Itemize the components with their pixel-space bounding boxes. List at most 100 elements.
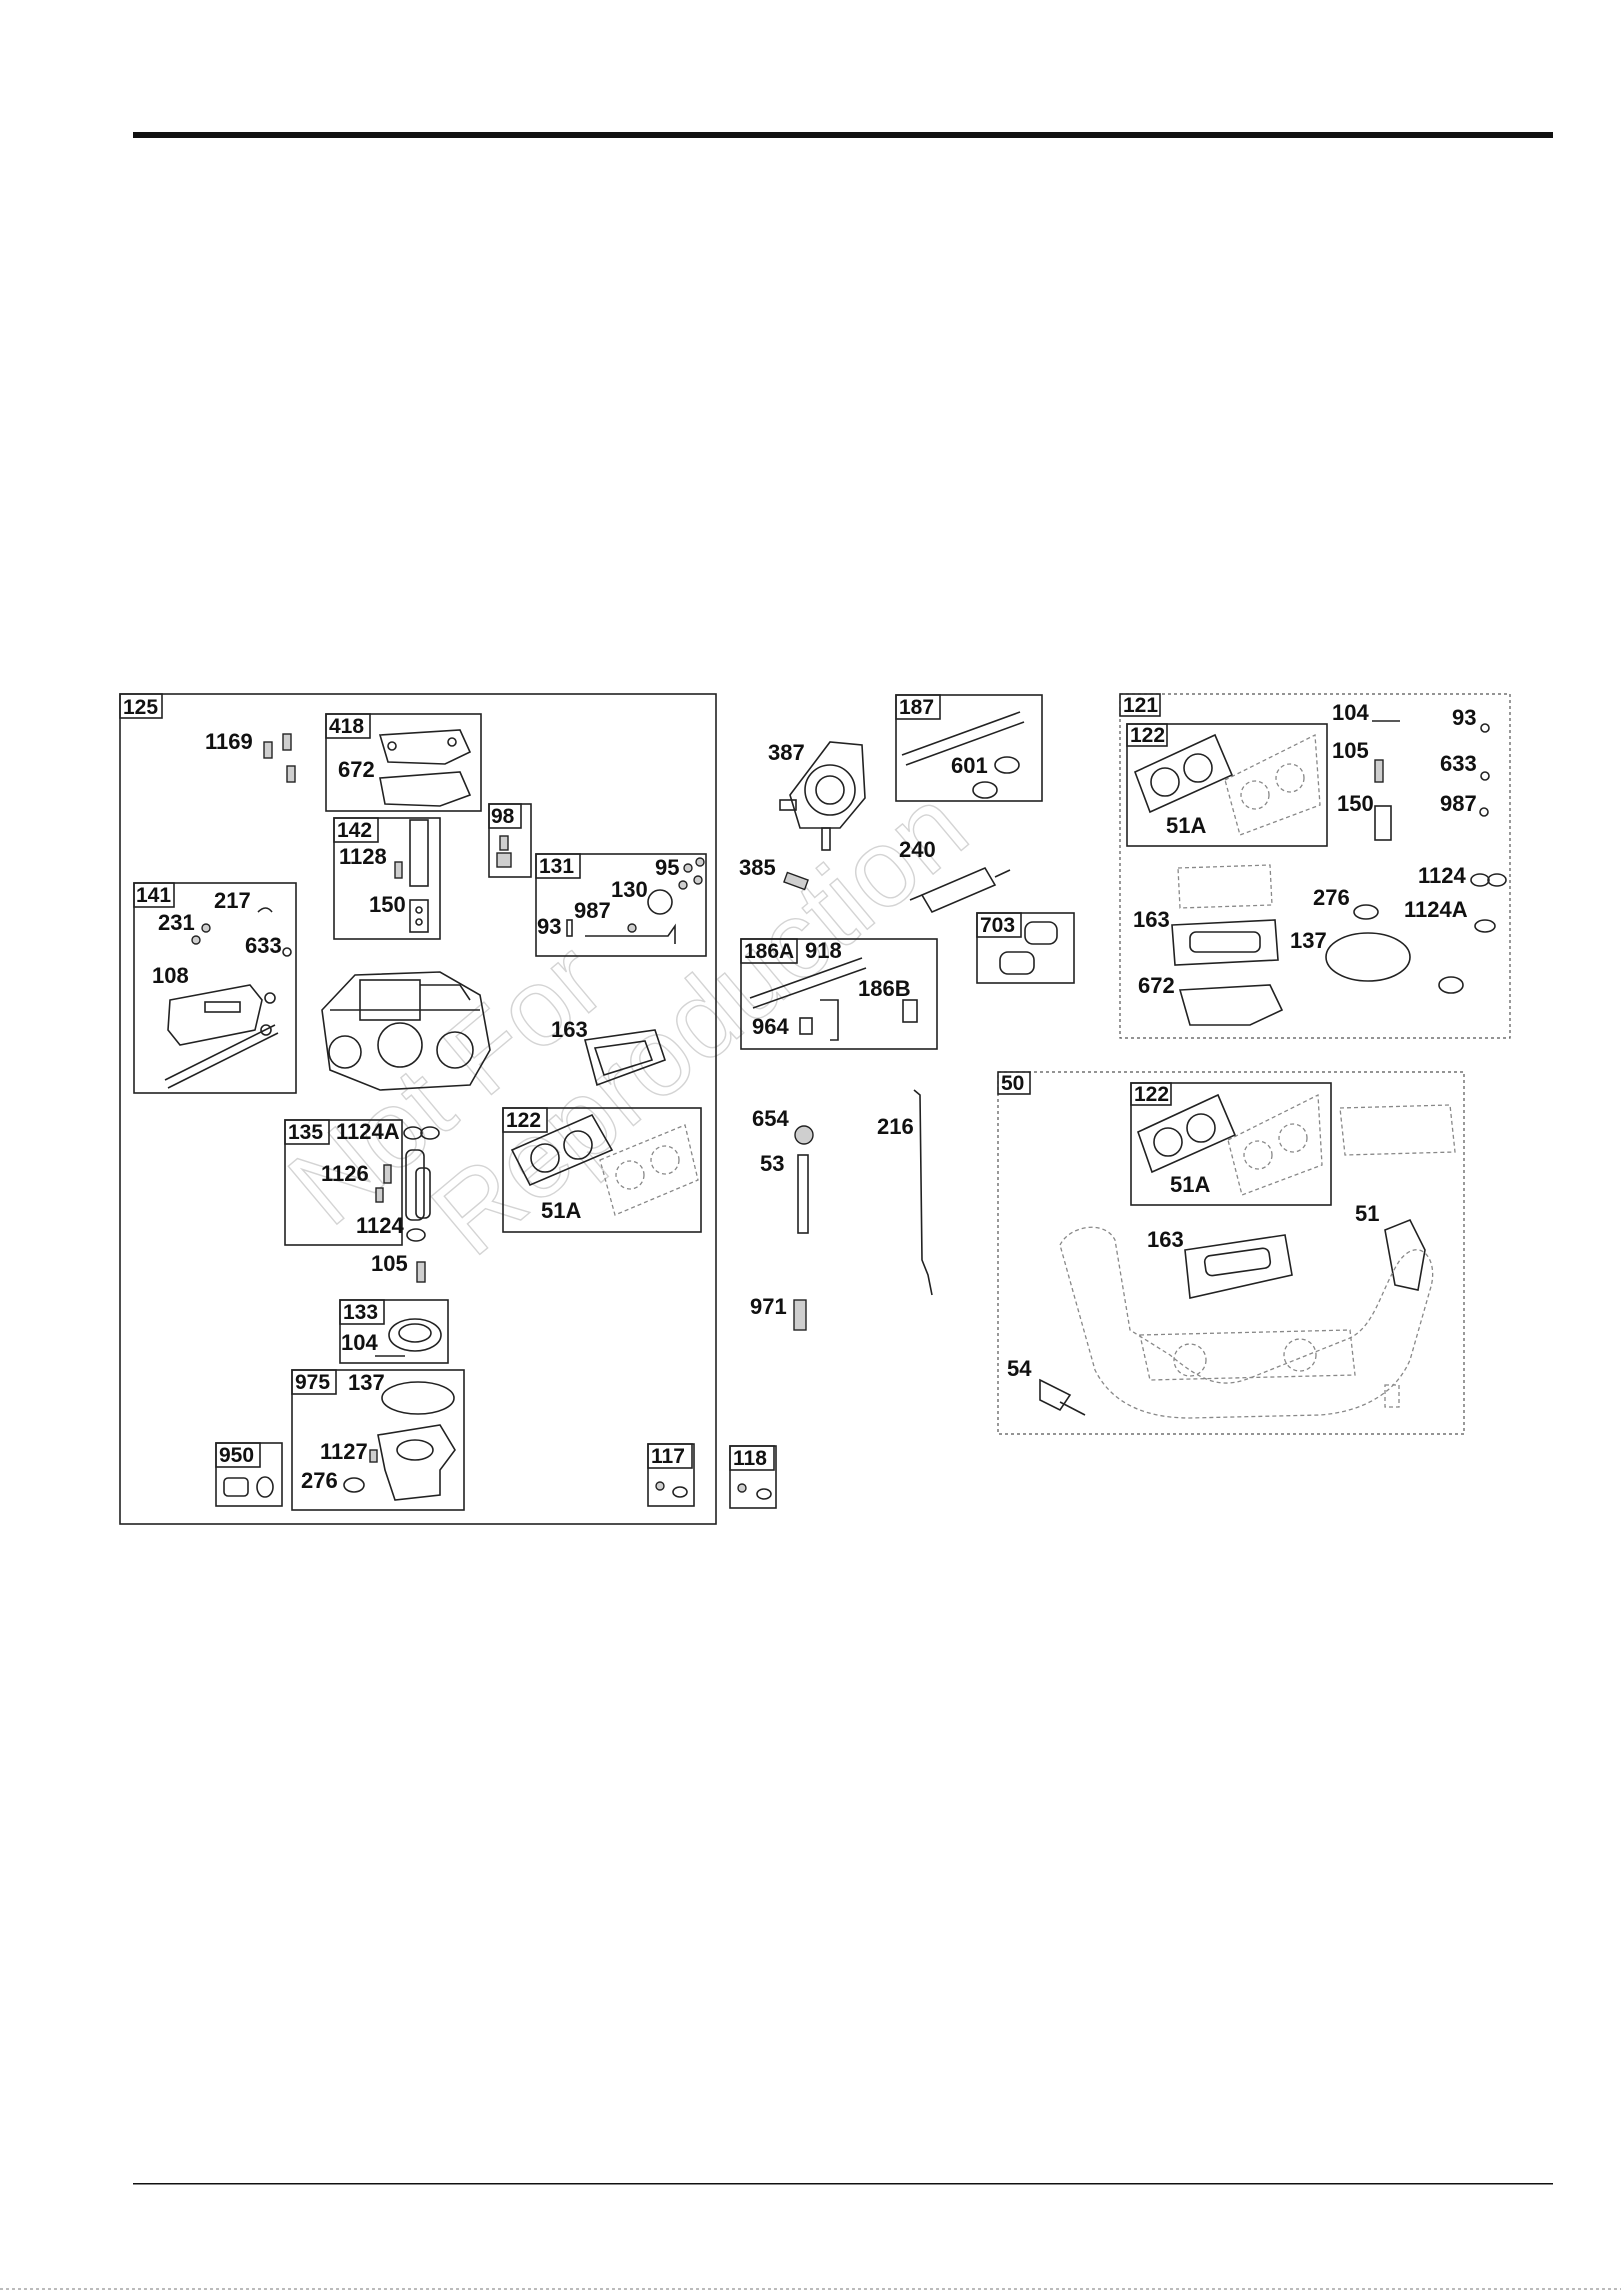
group-703-frame xyxy=(976,912,1075,984)
label-163-bottom: 163 xyxy=(1147,1227,1184,1252)
group-125-tag xyxy=(119,693,163,719)
group-121-label: 121 xyxy=(1123,694,1158,717)
label-54: 54 xyxy=(1007,1356,1032,1381)
fuel-line-187-icon xyxy=(901,711,1025,799)
label-150-left: 150 xyxy=(369,892,406,917)
group-133-frame xyxy=(339,1299,449,1364)
float-135-icon xyxy=(375,1126,440,1242)
group-418-frame xyxy=(325,713,482,812)
label-51A-left: 51A xyxy=(541,1198,581,1223)
group-418-tag xyxy=(325,713,371,739)
label-987-left: 987 xyxy=(574,898,611,923)
label-1126: 1126 xyxy=(321,1161,369,1186)
label-163-right: 163 xyxy=(1133,907,1170,932)
fitting-118-icon xyxy=(737,1483,772,1500)
label-971: 971 xyxy=(750,1294,787,1319)
group-98-tag xyxy=(488,803,522,829)
label-53: 53 xyxy=(760,1151,784,1176)
label-633-right: 633 xyxy=(1440,751,1477,776)
group-187-tag xyxy=(895,694,941,720)
group-50-tag xyxy=(997,1071,1031,1095)
label-217: 217 xyxy=(214,888,251,913)
intake-manifold-icon xyxy=(1059,1226,1434,1419)
group-125-frame xyxy=(119,693,717,1525)
label-51A-right-top: 51A xyxy=(1166,813,1206,838)
group-50-label: 50 xyxy=(1001,1072,1024,1095)
group-141-frame xyxy=(133,882,297,1094)
group-950-label: 950 xyxy=(219,1444,254,1467)
label-276-right: 276 xyxy=(1313,885,1350,910)
group-122-left-label: 122 xyxy=(506,1109,541,1132)
label-105-left: 105 xyxy=(371,1251,408,1276)
group-117-tag xyxy=(647,1443,693,1469)
needle-105-right-icon xyxy=(1374,759,1384,783)
label-1124-left: 1124 xyxy=(356,1213,404,1238)
group-135-tag xyxy=(284,1119,330,1145)
label-601: 601 xyxy=(951,753,988,778)
label-240: 240 xyxy=(899,837,936,862)
label-104-left: 104 xyxy=(341,1330,378,1355)
float-bowl-975-icon xyxy=(343,1381,456,1501)
fuel-filter-240-icon xyxy=(909,866,1011,914)
label-130: 130 xyxy=(611,877,648,902)
group-975-label: 975 xyxy=(295,1371,330,1394)
label-108: 108 xyxy=(152,963,189,988)
group-142-label: 142 xyxy=(337,819,372,842)
gasket-51-icon xyxy=(1384,1218,1426,1291)
fitting-117-icon xyxy=(655,1481,688,1498)
label-93-left: 93 xyxy=(537,914,561,939)
group-131-frame xyxy=(535,853,707,957)
part-987-icon xyxy=(1479,807,1489,817)
gasket-plate-672-right-icon xyxy=(1178,984,1284,1026)
group-950-tag xyxy=(215,1442,261,1468)
group-122-right-top-label: 122 xyxy=(1130,724,1165,747)
rod-216-icon xyxy=(913,1089,933,1296)
label-104-right: 104 xyxy=(1332,700,1369,725)
group-703-tag xyxy=(976,912,1022,938)
label-137-left: 137 xyxy=(348,1370,385,1395)
gasket-plate-672-icon xyxy=(378,729,472,807)
label-1169: 1169 xyxy=(205,729,253,754)
label-186B: 186B xyxy=(858,976,911,1001)
seat-133-icon xyxy=(375,1318,442,1357)
label-276-left: 276 xyxy=(301,1468,338,1493)
label-964: 964 xyxy=(752,1014,789,1039)
label-163-left: 163 xyxy=(551,1017,588,1042)
spacer-gasket-122-right-icon xyxy=(1133,733,1321,836)
o-ring-137-icon xyxy=(1325,932,1411,982)
label-387: 387 xyxy=(768,740,805,765)
group-122-right-bottom-label: 122 xyxy=(1134,1083,1169,1106)
label-95: 95 xyxy=(655,855,679,880)
carburetor-body-icon xyxy=(321,971,491,1091)
needle-105-icon xyxy=(416,1261,426,1283)
fuel-pump-387-icon xyxy=(779,741,866,851)
label-1127: 1127 xyxy=(320,1439,368,1464)
group-98-label: 98 xyxy=(491,805,515,828)
label-633-left: 633 xyxy=(245,933,282,958)
washer-1124A-icon xyxy=(1474,919,1496,933)
stud-53-icon xyxy=(797,1154,809,1234)
label-1124A-right: 1124A xyxy=(1404,897,1468,922)
fuel-line-186A-icon xyxy=(749,957,918,1041)
label-105-right: 105 xyxy=(1332,738,1369,763)
group-186A-tag xyxy=(740,938,798,964)
label-672-left: 672 xyxy=(338,757,375,782)
label-51: 51 xyxy=(1355,1201,1379,1226)
group-118-tag xyxy=(729,1445,775,1471)
group-131-label: 131 xyxy=(539,855,574,878)
bolt-54-icon xyxy=(1039,1378,1086,1416)
plate-150-icon xyxy=(1374,805,1392,841)
group-133-label: 133 xyxy=(343,1301,378,1324)
group-125-label: 125 xyxy=(123,696,158,719)
spacer-gasket-122-bottom-icon xyxy=(1137,1093,1456,1196)
group-122-right-bottom-frame xyxy=(1130,1082,1332,1206)
group-418-label: 418 xyxy=(329,715,364,738)
drain-950-icon xyxy=(223,1476,274,1498)
group-703-label: 703 xyxy=(980,914,1015,937)
group-121-frame xyxy=(1119,693,1511,1039)
header-rule xyxy=(133,132,1553,138)
group-121-tag xyxy=(1119,693,1161,717)
linkage-131-icon xyxy=(566,857,705,944)
footer-rule xyxy=(133,2183,1553,2185)
label-150-right: 150 xyxy=(1337,791,1374,816)
